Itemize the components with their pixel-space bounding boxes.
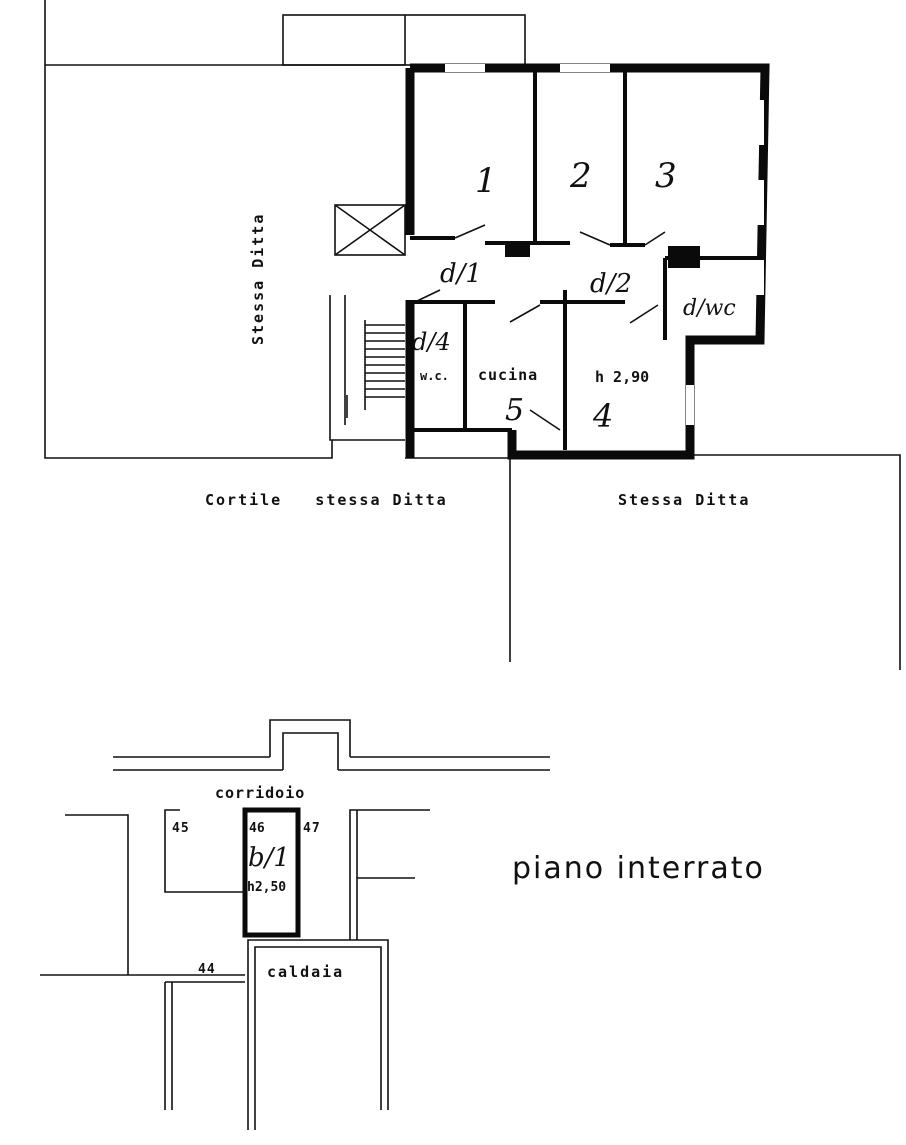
apartment-walls [405, 63, 770, 460]
annotation-dwc: d/wc [683, 296, 736, 321]
kitchen-label: cucina [478, 366, 538, 384]
left-neighbor-label: Stessa Ditta [249, 213, 267, 345]
courtyard-label: Cortile stessa Ditta [205, 491, 448, 509]
context-lines [44, 0, 901, 670]
basement-plan [40, 719, 550, 1130]
basement-height-label: h2,50 [247, 880, 286, 895]
right-neighbor-label: Stessa Ditta [618, 491, 750, 509]
wc-label: w.c. [420, 369, 449, 383]
staircase [329, 295, 405, 441]
unit-47-label: 47 [303, 821, 321, 836]
room-number-5: 5 [505, 393, 524, 428]
annotation-d1: d/1 [440, 259, 482, 289]
height-label: h 2,90 [595, 368, 649, 386]
elevator-shaft [334, 204, 406, 256]
unit-44-label: 44 [198, 962, 216, 977]
annotation-d2: d/2 [590, 269, 632, 299]
unit-46-label: 46 [249, 821, 265, 836]
room-number-1: 1 [475, 161, 497, 201]
corridor-label: corridoio [215, 784, 305, 802]
basement-annotation: b/1 [248, 843, 290, 873]
room-number-2: 2 [569, 156, 592, 196]
boiler-room-label: caldaia [267, 963, 344, 981]
room-number-3: 3 [655, 156, 677, 196]
room-number-4: 4 [592, 397, 613, 435]
unit-45-label: 45 [172, 821, 190, 836]
annotation-d4: d/4 [412, 328, 451, 356]
basement-title: piano interrato [512, 851, 765, 886]
